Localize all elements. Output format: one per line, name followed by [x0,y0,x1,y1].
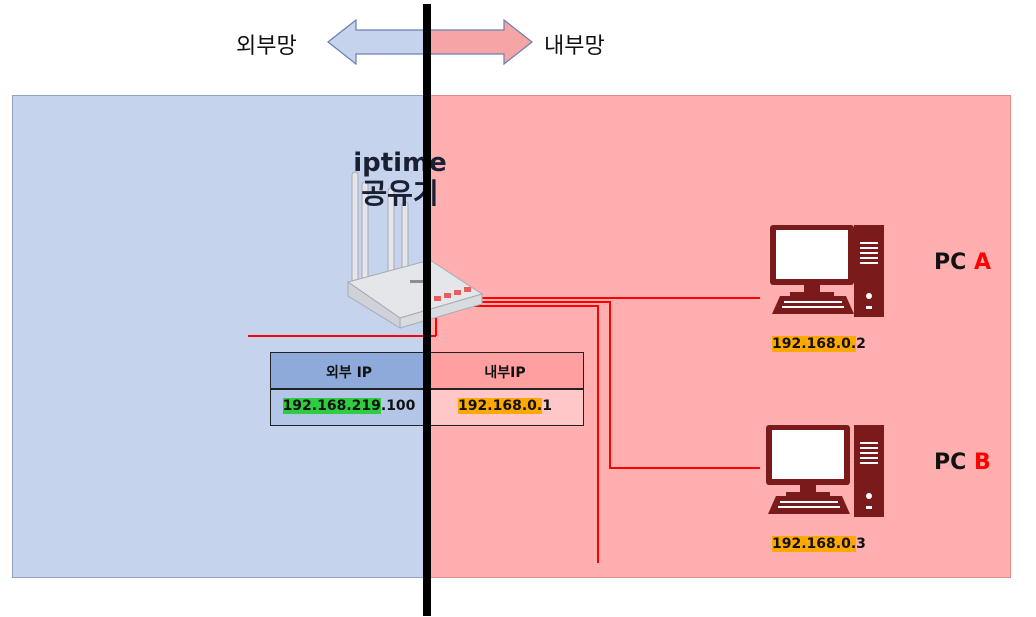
internal-network-label: 내부망 [544,34,605,59]
router-title-line2: 공유기 [361,177,439,210]
pc-a-ip: 192.168.0.2 [772,336,866,352]
external-ip-value: 192.168.219.100 [271,398,427,414]
router-ip-table: 외부 IP 내부IP 192.168.219.100 192.168.0.1 [270,352,584,426]
cable-pc-b [468,301,760,469]
internal-ip-header-bg [427,353,583,389]
pc-a-icon [770,225,884,317]
external-ip-header: 외부 IP [325,365,373,381]
pc-b-ip: 192.168.0.3 [772,536,866,552]
pc-a-ip-host-part: 2 [856,336,866,352]
pc-b-label-letter: B [973,450,991,475]
router-title: iptime 공유기 [330,148,470,210]
pc-a-label-letter: A [973,250,991,275]
internal-ip-header: 내부IP [484,365,526,381]
pc-a-label-prefix: PC [934,250,967,275]
pc-b-ip-network-part: 192.168.0. [772,536,857,552]
router-icon [346,171,484,329]
internal-network-zone [428,95,1011,578]
cable-spare [468,305,599,563]
pc-a-ip-network-part: 192.168.0. [772,336,857,352]
internal-ip-host-part: 1 [542,398,552,414]
pc-a-label: PC A [934,250,991,275]
pc-b-label-prefix: PC [934,450,967,475]
network-boundary-line [423,4,431,616]
pc-b-ip-host-part: 3 [856,536,866,552]
external-ip-network-part: 192.168.219 [282,398,381,414]
internal-ip-network-part: 192.168.0. [458,398,543,414]
external-network-label: 외부망 [236,34,297,59]
pc-b-label: PC B [934,450,991,475]
internal-ip-value: 192.168.0.1 [427,398,583,414]
router-title-line1: iptime [353,148,447,178]
pc-b-icon [766,425,884,517]
external-ip-header-bg [271,353,427,389]
external-ip-host-part: .100 [380,398,416,414]
